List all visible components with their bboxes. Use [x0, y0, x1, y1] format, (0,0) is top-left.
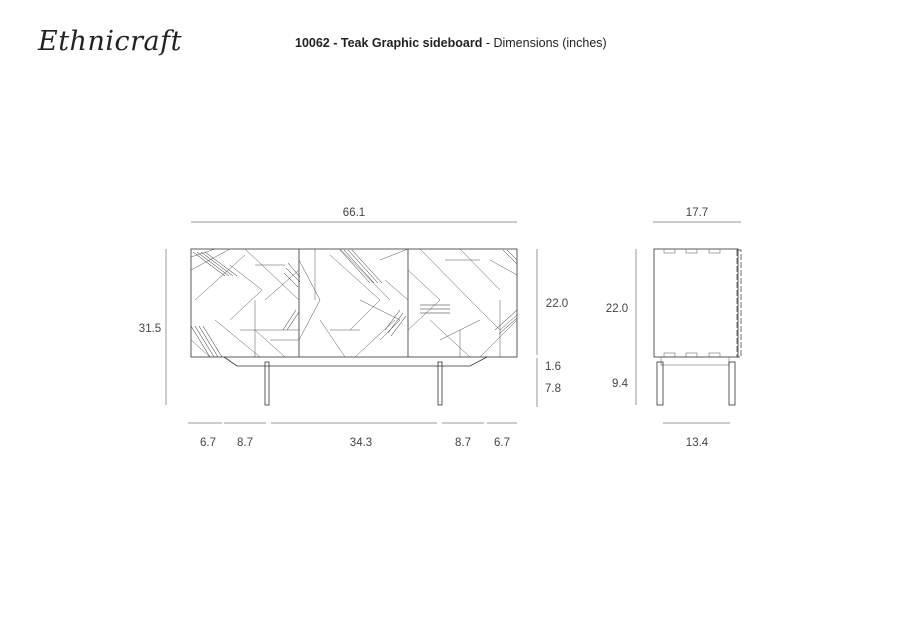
separator: -: [329, 36, 341, 50]
side-leg-left: [656, 361, 664, 406]
leg-height-label: 7.8: [545, 383, 561, 395]
side-body-height-label: 22.0: [606, 303, 628, 315]
front-view: 66.1 31.5 22.0 1.6 7.8: [139, 207, 568, 449]
separator: -: [482, 36, 494, 50]
leg-span-label: 13.4: [686, 437, 709, 449]
segment-label: 6.7: [200, 437, 216, 449]
skirt-height-label: 1.6: [545, 361, 561, 373]
side-leg-height-label: 9.4: [612, 378, 629, 390]
depth-label: 17.7: [686, 207, 708, 219]
bottom-dimensions: 6.7 8.7 34.3 8.7 6.7: [188, 422, 517, 449]
subtitle: Dimensions (inches): [493, 36, 607, 50]
product-name: Teak Graphic sideboard: [340, 36, 483, 50]
side-frame: [660, 356, 730, 366]
ethnicraft-logo: Ethnicraft: [38, 26, 182, 57]
cabinet-body: [190, 248, 518, 358]
segment-label: 8.7: [455, 437, 471, 449]
graphic-pattern: [190, 248, 518, 358]
side-leg-right: [728, 361, 736, 406]
segment-label: 6.7: [494, 437, 510, 449]
body-height-label: 22.0: [546, 298, 568, 310]
total-height-label: 31.5: [139, 323, 161, 335]
product-code: 10062: [295, 36, 330, 50]
total-width-label: 66.1: [343, 207, 365, 219]
page-title: 10062 - Teak Graphic sideboard - Dimensi…: [295, 36, 607, 50]
segment-label: 8.7: [237, 437, 253, 449]
cabinet-skirt: [223, 356, 488, 367]
front-leg-left: [264, 361, 270, 406]
shelf-notches: [663, 248, 721, 358]
segment-label: 34.3: [350, 437, 372, 449]
side-cabinet-body: [653, 248, 739, 358]
door-edge: [736, 249, 742, 358]
front-leg-right: [437, 361, 443, 406]
side-view: 17.7 22.0 9.4 13.4: [606, 207, 742, 449]
